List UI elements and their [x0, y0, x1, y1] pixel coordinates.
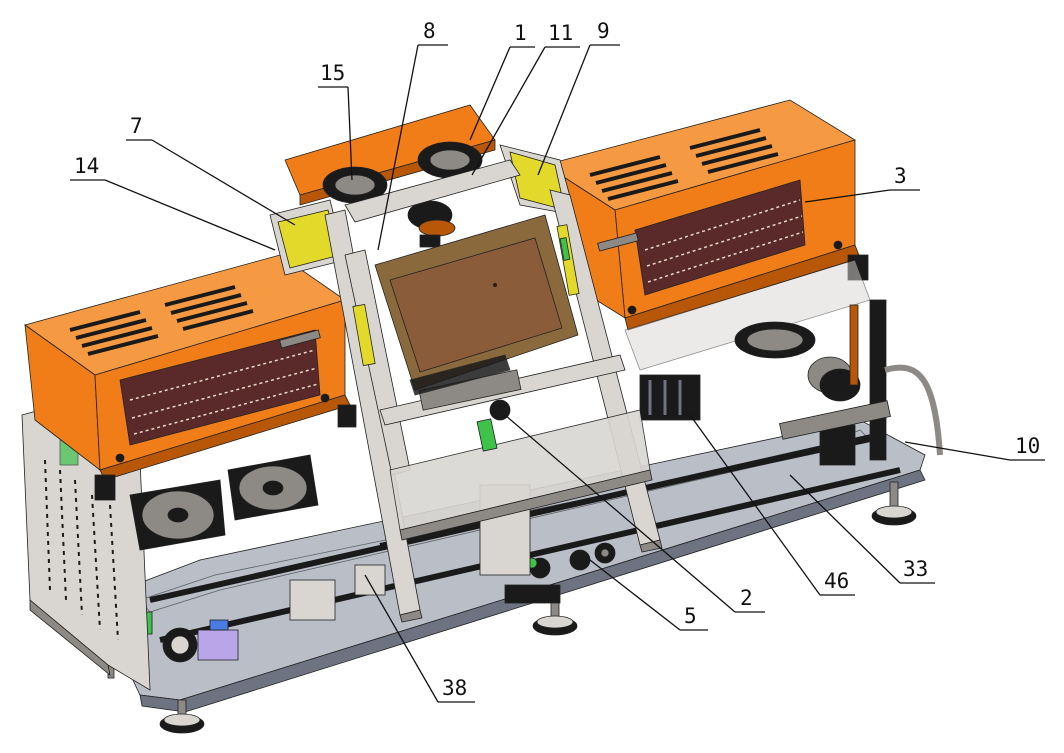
callout-15: 15 [318, 61, 353, 181]
connector-block [639, 374, 701, 421]
cable [884, 364, 943, 456]
foot-left [159, 699, 205, 734]
callout-label: 15 [320, 61, 345, 85]
slider-handle [504, 584, 561, 604]
fans-left [129, 454, 319, 551]
callout-1: 1 [469, 21, 535, 141]
right-heater-housing [544, 99, 869, 331]
callout-label: 8 [423, 19, 436, 43]
callout-label: 2 [740, 586, 753, 610]
callout-label: 11 [548, 21, 573, 45]
touch-screen [374, 214, 579, 396]
bottom-block-2 [354, 564, 386, 596]
foot-right [871, 481, 917, 526]
heater-elements-left [129, 349, 319, 435]
housing-foot-right [337, 404, 357, 428]
callout-14: 14 [70, 154, 276, 251]
side-vents [44, 459, 119, 641]
callout-10: 10 [904, 434, 1045, 461]
motor-bottom-left [162, 619, 239, 663]
callout-46: 46 [689, 414, 855, 596]
callout-label: 1 [514, 21, 527, 45]
callout-label: 38 [442, 676, 467, 700]
callout-5: 5 [589, 559, 708, 631]
callout-label: 7 [130, 114, 143, 138]
left-heater-housing [24, 254, 357, 501]
callout-9: 9 [537, 19, 620, 176]
top-fan-block [284, 104, 496, 248]
foot-center [532, 594, 578, 636]
gantry-frame [269, 144, 663, 623]
vents-right-top [589, 128, 779, 201]
bottom-knobs [526, 542, 616, 579]
callouts: 15 8 1 11 9 7 [70, 19, 1045, 703]
callout-38: 38 [364, 574, 475, 703]
callout-8: 8 [377, 19, 448, 251]
callout-label: 10 [1015, 434, 1040, 458]
callout-label: 9 [597, 19, 610, 43]
right-end-post [869, 299, 887, 461]
callout-label: 3 [894, 164, 907, 188]
callout-3: 3 [804, 164, 920, 203]
fans-right [734, 321, 816, 359]
callout-label: 14 [74, 154, 99, 178]
right-lower-mechanism [624, 259, 943, 466]
base-plate [94, 419, 926, 734]
callout-label: 5 [684, 604, 697, 628]
callout-label: 46 [824, 569, 849, 593]
housing-foot-left [94, 474, 116, 501]
callout-11: 11 [471, 21, 580, 176]
callout-label: 33 [903, 557, 928, 581]
bottom-block-1 [289, 579, 336, 621]
motor-right [807, 356, 861, 466]
callout-33: 33 [789, 474, 935, 584]
callout-2: 2 [504, 414, 765, 613]
callout-7: 7 [126, 114, 296, 226]
vents-left-top [69, 285, 254, 356]
